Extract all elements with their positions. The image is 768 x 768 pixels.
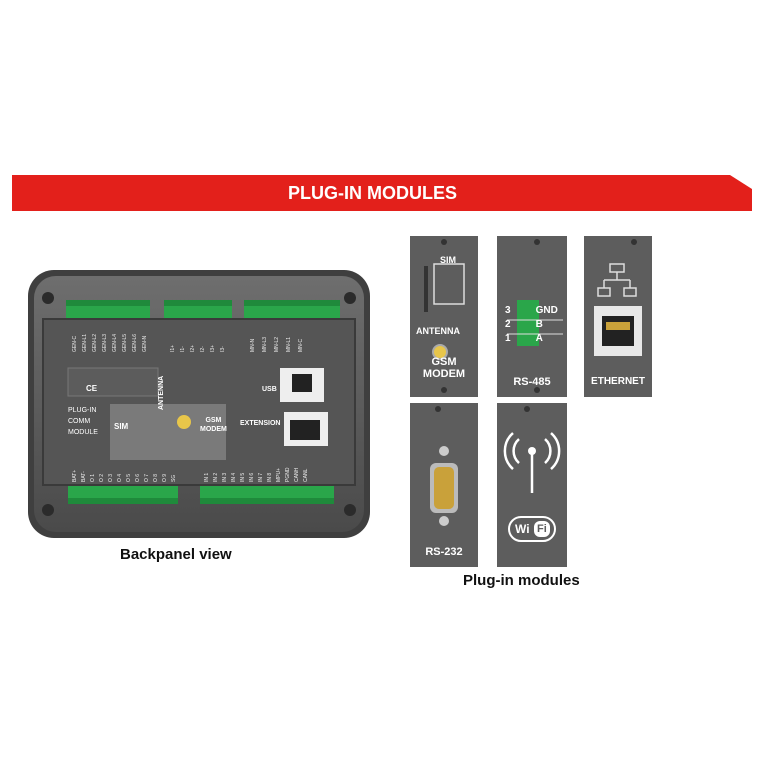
terminal-label: O 8 [153, 473, 159, 482]
gsm-name: GSM MODEM [422, 356, 466, 380]
title-banner [12, 175, 752, 211]
plugin-comm-label: PLUG-IN COMM MODULE [68, 407, 98, 436]
terminal-label: IN 8 [267, 472, 273, 482]
gsm-sim-label: SIM [440, 255, 457, 265]
terminal-label: MN-L1 [286, 336, 292, 352]
terminal-label: I1- [180, 346, 186, 352]
terminal-label: O 3 [108, 473, 114, 482]
terminal-label: MN-L2 [274, 336, 280, 352]
terminal-label: MPU+ [276, 467, 282, 482]
terminal-label: IN 6 [249, 472, 255, 482]
terminal-label: IN 2 [213, 472, 219, 482]
terminal-label: IN 7 [258, 472, 264, 482]
modules-caption: Plug-in modules [463, 572, 580, 589]
terminal-label: MN-N [250, 338, 256, 352]
rs485-name: RS-485 [513, 376, 551, 388]
bottom-terminal-strips [68, 486, 334, 504]
terminal-label: MN-C [298, 338, 304, 352]
terminal-label: GEN-N [142, 335, 148, 352]
terminal-label: IN 3 [222, 472, 228, 482]
terminal-label: CANH [294, 467, 300, 482]
ethernet-module [584, 236, 652, 397]
rs485-pins: 3 GND 2 B 1 A [505, 305, 558, 344]
terminal-label: I2+ [190, 344, 196, 352]
banner-title: PLUG-IN MODULES [288, 183, 457, 203]
gsm-modem-label: GSM MODEM [200, 417, 227, 433]
terminal-label: PGND [285, 467, 291, 482]
top-terminal-strips [66, 300, 340, 318]
terminal-label: GEN-L6 [132, 333, 138, 352]
extension-label: EXTENSION [240, 420, 281, 427]
terminal-label: I3- [220, 346, 226, 352]
terminal-label: GEN-L2 [92, 333, 98, 352]
terminal-label: SG [171, 474, 177, 482]
terminal-label: O 7 [144, 473, 150, 482]
terminal-label: IN 4 [231, 472, 237, 482]
terminal-label: GEN-L3 [102, 333, 108, 352]
terminal-label: GEN-L1 [82, 333, 88, 352]
usb-label: USB [262, 386, 277, 393]
backpanel-device [28, 270, 370, 538]
gsm-modem-module [410, 236, 478, 397]
rs232-module [410, 403, 478, 567]
terminal-label: O 6 [135, 473, 141, 482]
sim-slot-label: SIM [114, 422, 129, 431]
ethernet-name: ETHERNET [591, 376, 645, 387]
terminal-label: O 2 [99, 473, 105, 482]
network-icon [597, 263, 637, 297]
ce-mark: CE [86, 384, 98, 393]
terminal-label: CANL [303, 468, 309, 482]
terminal-label: I3+ [210, 344, 216, 352]
terminal-label: O 5 [126, 473, 132, 482]
rs232-name: RS-232 [425, 546, 463, 558]
rs485-module [497, 236, 567, 397]
wifi-module [497, 403, 567, 567]
terminal-label: I2- [200, 346, 206, 352]
wifi-name-fi: Fi [537, 523, 547, 535]
terminal-label: GEN-L4 [112, 333, 118, 352]
wifi-name-wi: Wi [515, 522, 530, 536]
antenna-label: ANTENNA [158, 375, 165, 410]
terminal-label: O 9 [162, 473, 168, 482]
terminal-label: O 4 [117, 473, 123, 482]
antenna-icon [503, 432, 561, 493]
terminal-label: I1+ [170, 344, 176, 352]
terminal-label: BAT+ [72, 469, 78, 482]
backpanel-caption: Backpanel view [120, 546, 232, 563]
terminal-label: GEN-L5 [122, 333, 128, 352]
gsm-antenna-label: ANTENNA [416, 326, 460, 336]
terminal-label: O 1 [90, 473, 96, 482]
terminal-label: MN-L3 [262, 336, 268, 352]
terminal-label: BAT- [81, 471, 87, 482]
terminal-label: IN 5 [240, 472, 246, 482]
terminal-label: GEN-C [72, 335, 78, 352]
terminal-label: IN 1 [204, 472, 210, 482]
